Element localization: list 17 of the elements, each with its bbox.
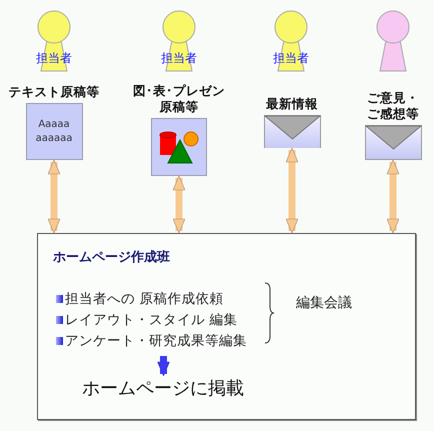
double-arrow bbox=[172, 176, 186, 234]
item-heading: 最新情報 bbox=[265, 96, 319, 112]
item-heading: ご意見・ご感想等 bbox=[366, 90, 420, 122]
sample-text: Aaaaa aaaaaa bbox=[34, 118, 74, 146]
task-item: レイアウト・スタイル 編集 bbox=[65, 310, 238, 328]
task-item: アンケート・研究成果等編集 bbox=[65, 332, 247, 350]
meeting-label: 編集会議 bbox=[296, 294, 352, 312]
down-arrow bbox=[157, 356, 170, 376]
double-arrow bbox=[286, 148, 298, 234]
result-text: ホームページに掲載 bbox=[81, 377, 245, 400]
item-heading: テキスト原稿等 bbox=[8, 84, 100, 100]
panel-title: ホームページ作成班 bbox=[53, 249, 170, 266]
double-arrow bbox=[48, 160, 60, 234]
item-heading: 図･表･プレゼン原稿等 bbox=[133, 82, 225, 115]
team-panel bbox=[37, 233, 416, 420]
double-arrow bbox=[386, 160, 400, 234]
task-item: 担当者への 原稿作成依頼 bbox=[65, 290, 224, 308]
